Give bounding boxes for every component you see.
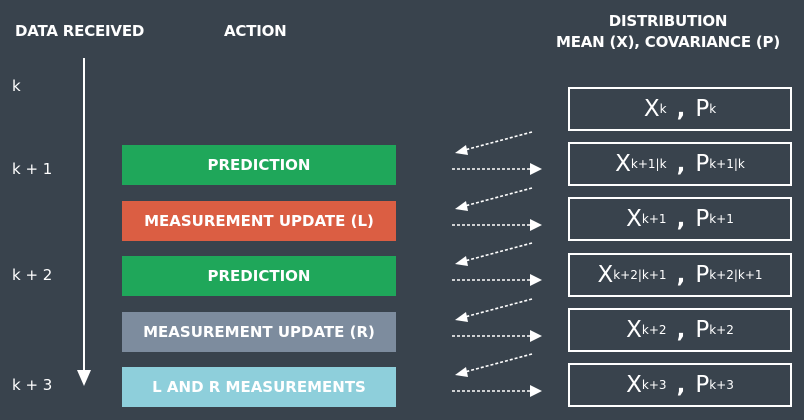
mean-symbol: X (626, 372, 642, 398)
mean-subscript: k+1 (641, 212, 667, 226)
action-box: MEASUREMENT UPDATE (L) (122, 201, 396, 241)
covariance-symbol: P (695, 96, 710, 122)
covariance-subscript: k+3 (709, 378, 734, 392)
outgoing-arrow-head (530, 385, 542, 397)
incoming-arrow-head (455, 312, 468, 322)
separator: , (676, 317, 686, 343)
time-label-k-plus-3: k + 3 (12, 376, 53, 394)
mean-symbol: X (626, 317, 642, 343)
time-label-k: k (12, 77, 21, 95)
mean-subscript: k+2|k+1 (613, 268, 667, 282)
action-box: L AND R MEASUREMENTS (122, 367, 396, 407)
incoming-arrow-line (460, 187, 533, 208)
incoming-arrow-line (460, 242, 533, 263)
mean-symbol: X (597, 262, 614, 288)
action-header: ACTION (224, 22, 287, 40)
incoming-arrow-line (460, 298, 533, 319)
action-box: PREDICTION (122, 256, 396, 296)
separator: , (676, 372, 686, 398)
covariance-subscript: k+2|k+1 (709, 268, 763, 282)
incoming-arrow-line (460, 353, 533, 374)
covariance-symbol: P (695, 151, 710, 177)
covariance-subscript: k+2 (709, 323, 734, 337)
covariance-symbol: P (695, 262, 710, 288)
incoming-arrow-head (455, 256, 468, 266)
time-label-k-plus-1: k + 1 (12, 160, 53, 178)
distribution-header: DISTRIBUTION MEAN (X), COVARIANCE (P) (548, 11, 788, 53)
mean-subscript: k+3 (641, 378, 667, 392)
mean-subscript: k+1|k (630, 157, 667, 171)
mean-symbol: X (643, 96, 660, 122)
mean-symbol: X (626, 206, 642, 232)
incoming-arrow-head (455, 201, 468, 211)
covariance-symbol: P (695, 206, 710, 232)
covariance-subscript: k+1|k (709, 157, 745, 171)
separator: , (676, 262, 686, 288)
distribution-header-line1: DISTRIBUTION (608, 12, 728, 30)
covariance-subscript: k (709, 102, 717, 116)
incoming-arrow-head (455, 367, 468, 377)
incoming-arrow-line (460, 131, 533, 152)
covariance-symbol: P (695, 372, 710, 398)
action-box: PREDICTION (122, 145, 396, 185)
outgoing-arrow-head (530, 274, 542, 286)
separator: , (676, 206, 686, 232)
distribution-header-line2: MEAN (X), COVARIANCE (P) (556, 33, 780, 51)
outgoing-arrow-head (530, 163, 542, 175)
time-label-k-plus-2: k + 2 (12, 266, 53, 284)
incoming-arrow-head (455, 145, 468, 155)
mean-subscript: k (659, 102, 667, 116)
separator: , (676, 151, 686, 177)
outgoing-arrow-head (530, 219, 542, 231)
covariance-symbol: P (695, 317, 710, 343)
mean-subscript: k+2 (641, 323, 667, 337)
covariance-subscript: k+1 (709, 212, 734, 226)
mean-symbol: X (615, 151, 631, 177)
action-box: MEASUREMENT UPDATE (R) (122, 312, 396, 352)
outgoing-arrow-head (530, 330, 542, 342)
separator: , (676, 96, 686, 122)
data-received-header: DATA RECEIVED (15, 22, 145, 40)
